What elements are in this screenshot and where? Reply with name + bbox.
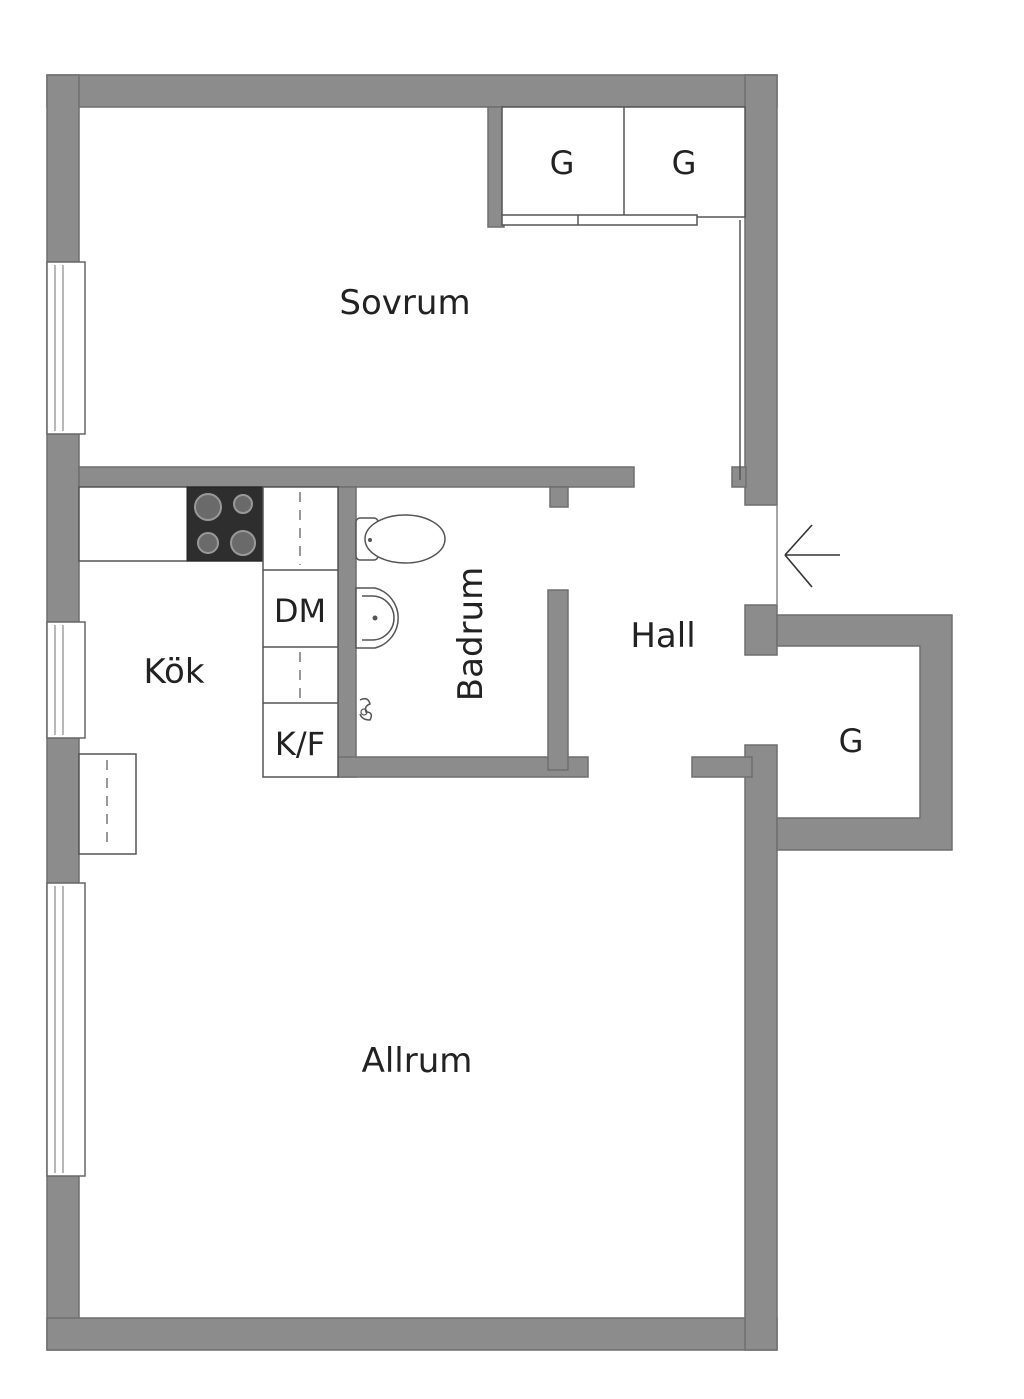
interior-walls <box>78 106 753 778</box>
stove-icon <box>186 486 265 562</box>
entrance-arrow-icon <box>776 505 840 605</box>
window-sovrum <box>46 261 86 435</box>
appliance-label-dishwasher: DM <box>274 592 326 630</box>
toilet-icon <box>355 514 446 564</box>
exterior-walls <box>46 74 953 1351</box>
sink-icon <box>355 587 399 649</box>
bedroom-wardrobes <box>501 106 746 480</box>
room-label-badrum: Badrum <box>451 567 491 701</box>
windows <box>46 261 86 1177</box>
shower-icon <box>359 697 373 721</box>
bathroom-fixtures <box>355 514 446 721</box>
closet-label-sovrum-left: G <box>550 144 575 182</box>
closet-label-sovrum-right: G <box>672 144 697 182</box>
window-allrum <box>46 882 86 1177</box>
room-label-kok: Kök <box>143 652 204 692</box>
room-label-hall: Hall <box>630 616 695 656</box>
room-label-allrum: Allrum <box>362 1041 473 1081</box>
closet-label-hall: G <box>839 722 864 760</box>
appliance-label-fridge-freezer: K/F <box>275 725 325 763</box>
window-kok <box>46 621 86 739</box>
kitchen-fixtures <box>78 486 339 855</box>
room-label-sovrum: Sovrum <box>339 283 470 323</box>
